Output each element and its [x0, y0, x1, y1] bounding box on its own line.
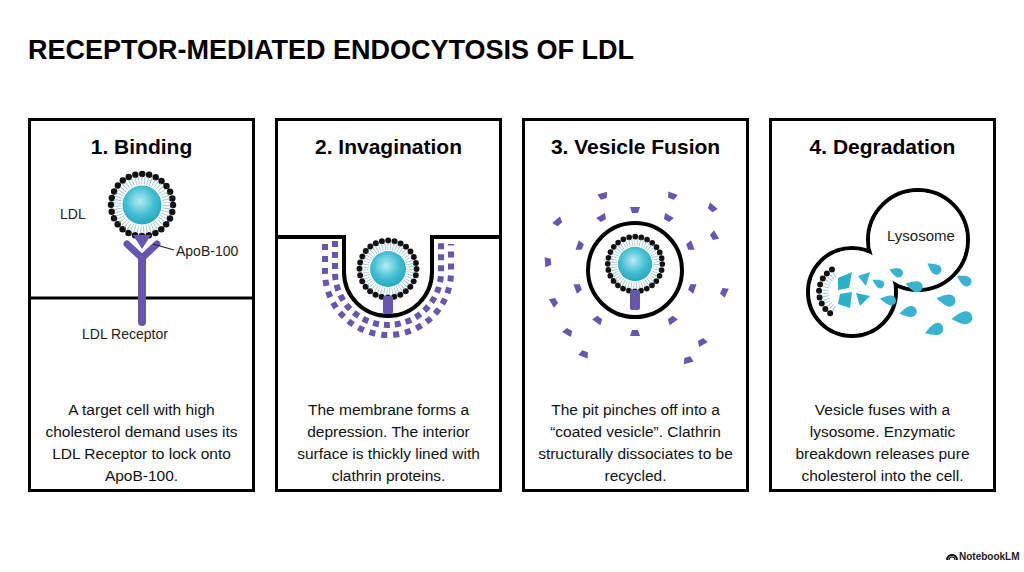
cholesterol-droplet [936, 292, 957, 307]
clathrin-fragment [578, 349, 589, 358]
part-label: ApoB-100 [176, 243, 238, 259]
lysosome-fusion [810, 250, 894, 334]
ldl-particle [111, 174, 173, 236]
clathrin-fragment [630, 330, 640, 336]
coated-vesicle [588, 223, 682, 317]
clathrin-fragment [552, 216, 564, 227]
step-panel: 1. Binding A target cell with high choles… [28, 118, 255, 492]
clathrin-fragment [549, 296, 559, 308]
clathrin-coat [335, 241, 441, 325]
clathrin-fragment [592, 315, 604, 326]
apob-protein [133, 235, 151, 249]
clathrin-fragment [719, 286, 729, 298]
cell-membrane [275, 237, 502, 316]
clathrin-fragment [666, 315, 678, 326]
step-panel: 2. InvaginationThe membrane forms a depr… [275, 118, 502, 492]
cholesterol-droplet [898, 305, 917, 319]
ldl-receptor [383, 296, 393, 314]
cholesterol-droplet [951, 311, 973, 326]
clathrin-fragment [662, 213, 674, 223]
clathrin-fragment [573, 282, 582, 293]
watermark-logo [949, 557, 955, 560]
ldl-fragment [856, 293, 870, 306]
watermark-logo [947, 555, 957, 560]
cell-membrane [275, 237, 502, 316]
clathrin-fragment [666, 191, 677, 200]
ldl-fragment [826, 275, 835, 309]
watermark-logo [947, 555, 957, 560]
step-description: The pit pinches off into a “coated vesic… [535, 399, 736, 487]
ldl-receptor [127, 244, 157, 322]
step-heading: 4. Degradation [772, 134, 993, 160]
ldl-particle [359, 240, 416, 297]
watermark: NotebookLM [959, 551, 1020, 562]
clathrin-fragment [687, 282, 696, 293]
cholesterol-droplet [870, 276, 885, 289]
cholesterol-droplet [888, 265, 905, 278]
clathrin-fragment [597, 192, 608, 200]
clathrin-fragment [596, 213, 608, 223]
part-label: LDL [60, 206, 86, 222]
ldl-receptor [383, 296, 393, 314]
leader-line [153, 244, 174, 250]
clathrin-fragment [630, 207, 640, 213]
step-heading: 3. Vesicle Fusion [525, 134, 746, 160]
ldl-fragment [858, 272, 870, 286]
clathrin-fragment [685, 240, 694, 251]
cholesterol-droplet [904, 278, 924, 293]
coated-vesicle [588, 223, 682, 317]
diagram-title: RECEPTOR-MEDIATED ENDOCYTOSIS OF LDL [28, 34, 634, 66]
clathrin-fragment [545, 191, 729, 364]
cholesterol-droplet [879, 294, 896, 307]
ldl-receptor [630, 290, 640, 310]
part-label: Lysosome [887, 227, 955, 244]
clathrin-fragment [682, 356, 693, 364]
ldl-particle [608, 237, 663, 292]
ldl-fragment [819, 270, 870, 315]
clathrin-fragment [706, 202, 718, 213]
clathrin-fragment [545, 257, 552, 267]
clathrin-fragment [562, 327, 574, 337]
ldl-receptor [138, 258, 146, 322]
leader-line [153, 244, 174, 250]
step-heading: 2. Invagination [278, 134, 499, 160]
step-panel: 3. Vesicle FusionThe pit pinches off int… [522, 118, 749, 492]
ldl-receptor [630, 290, 640, 310]
ldl-particle [111, 174, 173, 236]
clathrin-fragment [575, 240, 584, 251]
ldl-particle [608, 237, 663, 292]
ldl-fragment [838, 292, 852, 308]
cholesterol-droplet [955, 272, 974, 289]
cholesterol-droplet [925, 259, 944, 276]
ldl-particle [359, 240, 416, 297]
step-description: The membrane forms a depression. The int… [288, 399, 489, 487]
clathrin-fragment [709, 230, 719, 242]
clathrin-fragment [696, 337, 708, 347]
step-description: A target cell with high cholesterol dema… [41, 399, 242, 487]
step-description: Vesicle fuses with a lysosome. Enzymatic… [782, 399, 983, 487]
apob-protein [133, 235, 151, 249]
lysosome-fusion [808, 190, 968, 336]
step-panel: 4. DegradationVesicle fuses with a lysos… [769, 118, 996, 492]
part-label: LDL Receptor [82, 326, 168, 342]
cholesterol-droplet [870, 259, 973, 339]
step-heading: 1. Binding [31, 134, 252, 160]
cholesterol-droplet [923, 321, 945, 339]
ldl-fragment [838, 272, 852, 290]
